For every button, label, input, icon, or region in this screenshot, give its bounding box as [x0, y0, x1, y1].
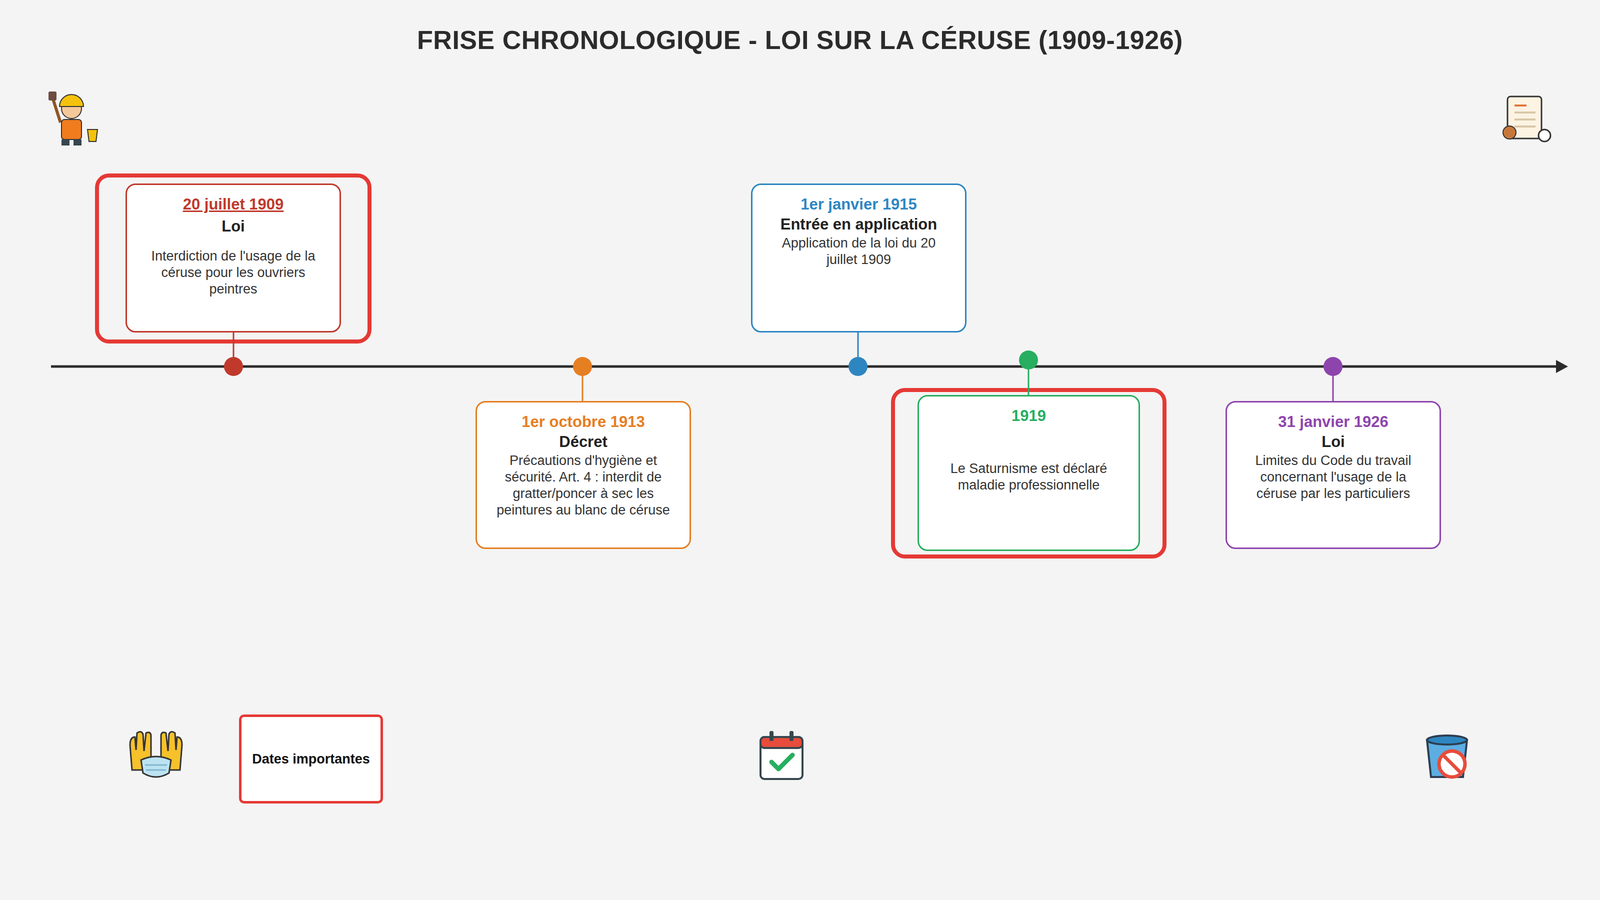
event-description: Limites du Code du travail concernant l'…	[1248, 452, 1419, 502]
event-description: Le Saturnisme est déclaré maladie profes…	[939, 460, 1119, 494]
event-date: 1919	[931, 406, 1127, 426]
event-type: Entrée en application	[764, 215, 953, 234]
legend-item: Dates importantes	[239, 714, 383, 804]
event-box: 1919 Le Saturnisme est déclaré maladie pr…	[917, 395, 1140, 551]
axis-arrowhead	[1556, 360, 1568, 373]
event-description: Application de la loi du 20 juillet 1909	[776, 235, 942, 268]
event-box: 1er janvier 1915Entrée en applicationApp…	[751, 183, 967, 333]
gloves-mask-icon	[130, 731, 182, 777]
timeline-dot	[224, 357, 243, 376]
event-box: 31 janvier 1926LoiLimites du Code du tra…	[1225, 401, 1441, 549]
calendar-icon	[760, 731, 803, 779]
timeline-dot	[1019, 350, 1038, 370]
timeline-dot	[573, 357, 592, 376]
forbidden-bucket-icon	[1427, 735, 1467, 777]
document-icon	[1503, 96, 1551, 142]
legend-label: Dates importantes	[252, 751, 370, 767]
timeline-dot	[848, 357, 868, 376]
event-type: Décret	[489, 432, 678, 452]
event-box: 20 juillet 1909LoiInterdiction de l'usag…	[125, 183, 341, 333]
worker-icon	[48, 91, 98, 146]
event-date: 1er janvier 1915	[764, 195, 953, 214]
highlight-frame	[893, 390, 1165, 557]
event-date: 20 juillet 1909	[139, 195, 328, 214]
highlight-frame	[97, 175, 370, 342]
event-box: 1er octobre 1913DécretPrécautions d'hygi…	[475, 401, 691, 549]
diagram-title: FRISE CHRONOLOGIQUE - LOI SUR LA CÉRUSE …	[0, 25, 1600, 55]
timeline-dot	[1323, 357, 1343, 376]
event-type: Loi	[139, 217, 328, 236]
event-date: 31 janvier 1926	[1239, 412, 1428, 432]
event-date: 1er octobre 1913	[489, 412, 678, 432]
event-description: Interdiction de l'usage de la céruse pou…	[151, 248, 316, 298]
event-type: Loi	[1239, 432, 1428, 452]
event-description: Précautions d'hygiène et sécurité. Art. …	[496, 452, 671, 519]
